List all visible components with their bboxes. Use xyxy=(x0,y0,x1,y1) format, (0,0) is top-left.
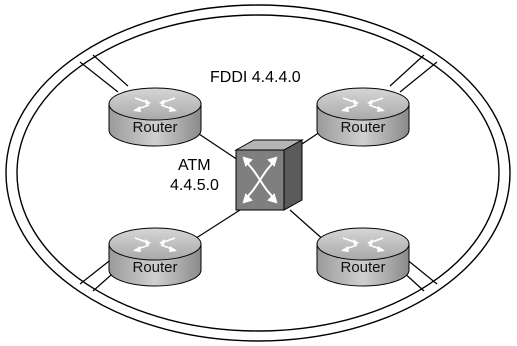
router-top-right: Router xyxy=(316,87,410,147)
router-label: Router xyxy=(132,259,177,276)
router-arrows-icon xyxy=(133,237,177,252)
router-arrows-icon xyxy=(341,97,385,112)
router-arrows-icon xyxy=(133,97,177,112)
fddi-ring xyxy=(5,4,511,342)
ring-label: FDDI 4.4.4.0 xyxy=(210,69,301,86)
router-arrows-icon xyxy=(341,237,385,252)
atm-switch xyxy=(234,139,304,211)
atm-label-line1: ATM xyxy=(178,157,211,174)
switch-arrows-icon xyxy=(242,156,278,204)
router-bottom-left: Router xyxy=(108,227,202,287)
atm-label-line2: 4.4.5.0 xyxy=(170,177,219,194)
router-bottom-right: Router xyxy=(316,227,410,287)
router-label: Router xyxy=(340,119,385,136)
router-label: Router xyxy=(340,259,385,276)
router-top-left: Router xyxy=(108,87,202,147)
router-label: Router xyxy=(132,119,177,136)
